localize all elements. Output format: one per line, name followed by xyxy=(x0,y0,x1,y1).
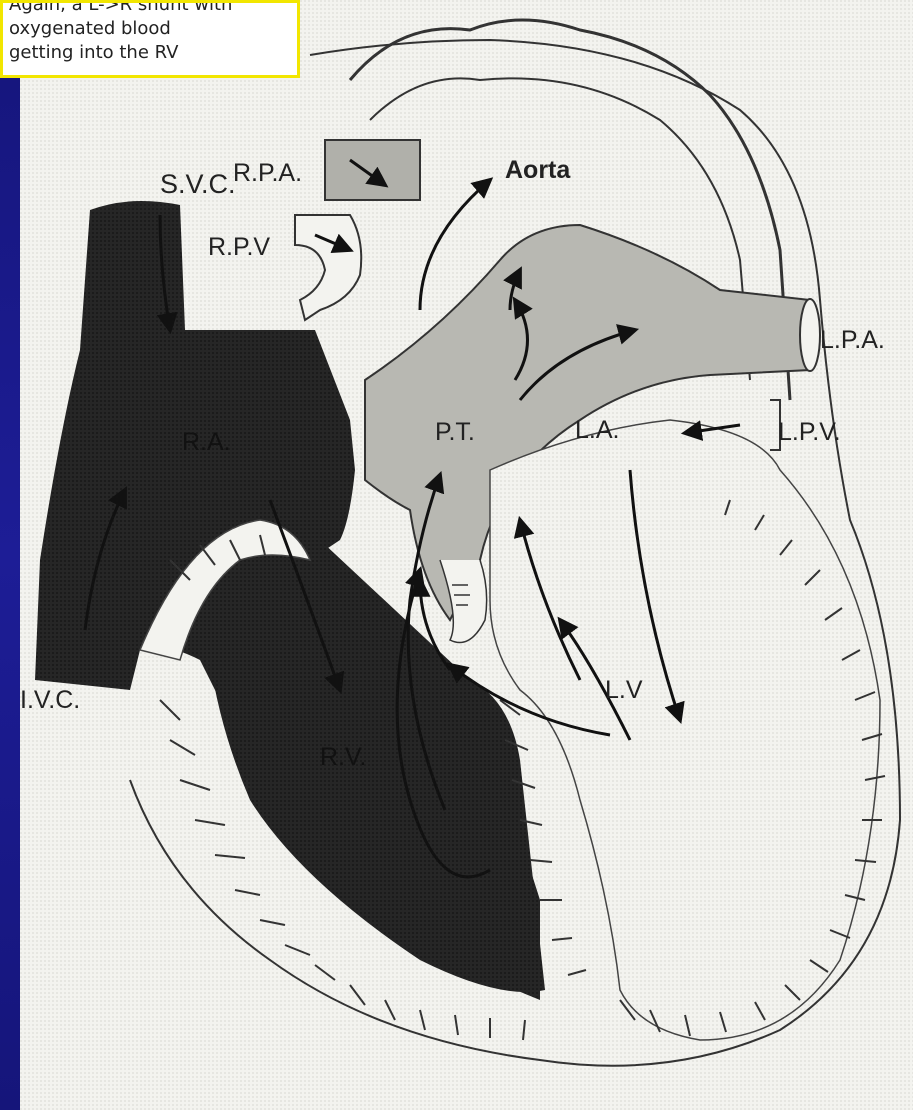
label-svc: S.V.C. xyxy=(160,169,236,199)
label-aorta: Aorta xyxy=(505,156,571,184)
callout-line-2: oxygenated blood xyxy=(9,17,297,41)
rpa-vessel xyxy=(325,140,420,200)
heart-diagram: S.V.C. R.P.A. Aorta R.P.V L.P.A. R.A. P.… xyxy=(20,0,913,1110)
label-ra: R.A. xyxy=(182,428,231,456)
label-lpa: L.P.A. xyxy=(820,326,885,354)
label-pt: P.T. xyxy=(435,418,475,446)
label-rpa: R.P.A. xyxy=(233,159,302,187)
label-lv: L.V xyxy=(605,676,643,704)
callout-line-3: getting into the RV xyxy=(9,41,297,65)
annotation-callout: Again, a L->R shunt with oxygenated bloo… xyxy=(0,0,300,78)
label-ivc: I.V.C. xyxy=(20,686,80,714)
label-rv: R.V. xyxy=(320,743,366,771)
callout-line-1: Again, a L->R shunt with xyxy=(9,0,297,17)
label-la: L.A. xyxy=(575,416,619,444)
label-lpv: L.P.V. xyxy=(778,418,841,446)
label-rpv: R.P.V xyxy=(208,233,270,261)
